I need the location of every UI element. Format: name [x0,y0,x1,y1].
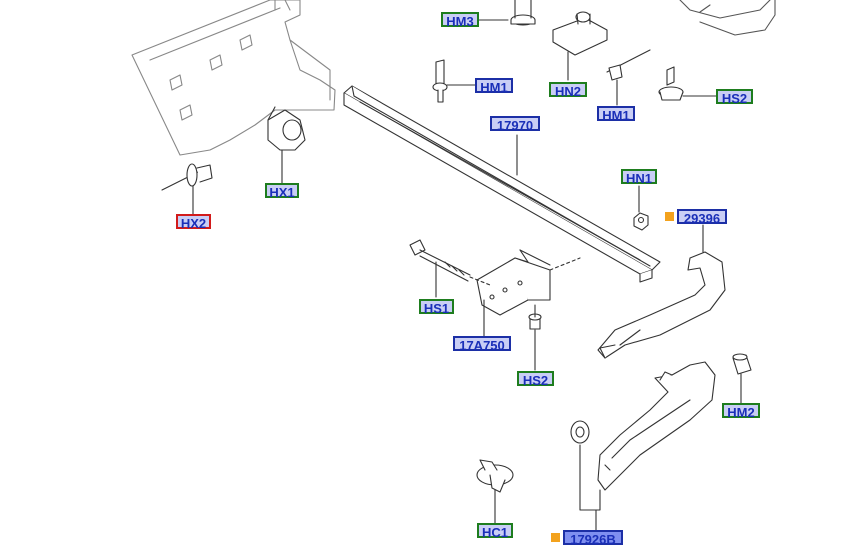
leader-17926b-left [579,444,601,511]
bolt-hs2-center [528,304,542,330]
label-hm2[interactable]: HM2 [722,403,760,420]
label-17a750[interactable]: 17A750 [453,336,511,353]
bolt-hs1 [409,239,471,282]
bracket-17a750 [476,249,581,316]
label-29396[interactable]: 29396 [665,209,727,226]
sleeve-hm2 [732,353,752,375]
pin-hm1-left [432,59,448,103]
rail-17970 [343,85,661,283]
nut-plate-hn2 [552,11,608,56]
trim-17926b [597,361,716,491]
roller-hm3 [510,0,536,26]
clip-hx1 [267,106,306,151]
label-hn1[interactable]: HN1 [621,169,657,186]
nut-hn1 [633,212,649,231]
clip-hc1 [476,459,514,493]
label-hx1[interactable]: HX1 [265,183,299,200]
label-hm3[interactable]: HM3 [441,12,479,29]
label-17970[interactable]: 17970 [490,116,540,133]
upper-right-bracket [679,0,776,36]
washer [570,420,590,444]
screw-hx2 [161,163,213,191]
label-hs2-top[interactable]: HS2 [716,89,753,106]
bolt-hs2-top [658,66,684,101]
label-hs1[interactable]: HS1 [419,299,454,316]
label-hx2[interactable]: HX2 [176,214,211,231]
label-hc1[interactable]: HC1 [477,523,513,540]
bumper-cover-part [131,0,336,156]
label-hm1-right[interactable]: HM1 [597,106,635,123]
label-hs2-center[interactable]: HS2 [517,371,554,388]
label-hm1-left[interactable]: HM1 [475,78,513,95]
end-piece-29396 [597,251,726,359]
label-17926b[interactable]: 17926B [551,530,623,547]
pin-hm1-right [606,49,651,81]
label-hn2[interactable]: HN2 [549,82,587,99]
